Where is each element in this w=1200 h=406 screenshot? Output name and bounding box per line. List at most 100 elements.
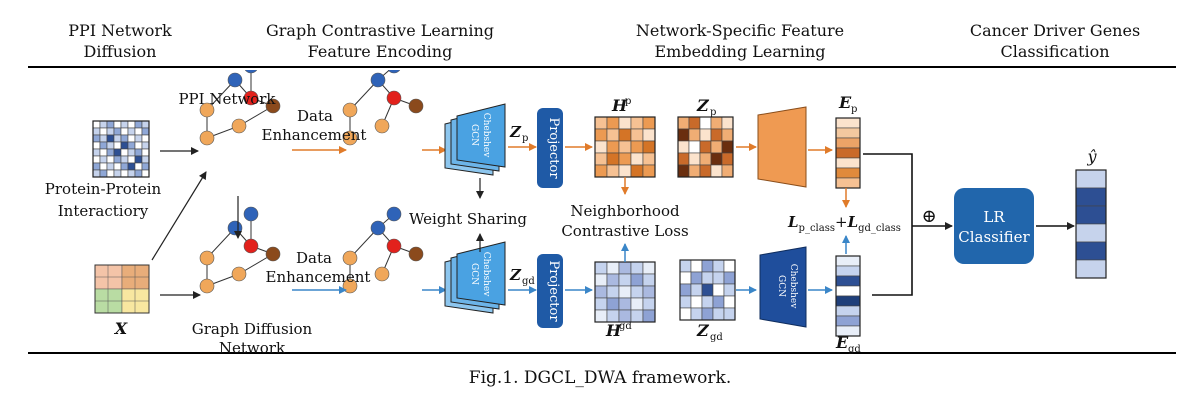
adjacency-cell [120,162,129,171]
zp-cell [699,140,712,154]
weight-sharing-label: Weight Sharing [409,210,527,228]
adjacency-cell [92,155,101,164]
gcn-top-text-1: Chebshev [481,113,491,159]
adjacency-cell [99,141,108,150]
hgd-cell [594,285,608,299]
hp-cell [630,164,644,178]
graph-node [342,102,358,118]
hgd-cell [642,309,656,323]
graph-node [231,118,247,134]
h-p-matrix [594,116,656,178]
loss-sub-2: gd_class [858,223,901,234]
hgd-cell [594,297,608,311]
adjacency-cell [113,162,122,171]
zgd-cell [712,259,725,273]
e-gd-vector [835,255,861,337]
zp-cell [688,116,701,130]
zp-cell [710,140,723,154]
output-cell [1075,241,1107,261]
gcn-bot-text-2: GCN [469,263,479,285]
zp-cell [721,140,734,154]
graph-node [243,90,259,106]
projector-top-text: Projector [546,117,561,179]
header-line: Embedding Learning [654,42,826,61]
egd-sub: gd [848,344,861,354]
hp-cell [594,140,608,154]
graph-node [231,266,247,282]
zp-cell [710,128,723,142]
graph-node [227,220,243,236]
hp-cell [630,152,644,166]
bottom-rule [28,352,1176,354]
ppi-network-graph [199,70,281,146]
projector-bot [537,254,563,328]
zgd-cell [723,283,736,297]
graph-node [342,250,358,266]
hp-cell [618,152,632,166]
oplus-symbol: ⊕ [921,206,936,227]
hp-cell [606,164,620,178]
zgd-cell [701,295,714,309]
ep-cell [835,137,861,149]
hgd-cell [642,285,656,299]
zp-cell [688,152,701,166]
graph-node [265,246,281,262]
zp-cell [699,128,712,142]
hgd-cell [618,261,632,275]
hgd-sup: gd [619,321,632,332]
zgd-cell [679,295,692,309]
graph-node [243,238,259,254]
ep-cell [835,157,861,169]
encoder-p [757,106,807,188]
zp-sub-arrow: p [522,133,528,144]
zgd-symbol: Z [696,321,710,340]
adjacency-cell [134,141,143,150]
hgd-cell [630,261,644,275]
hgd-cell [606,261,620,275]
zp-cell [721,152,734,166]
zgd-cell [712,271,725,285]
encoder-gd-text-2: GCN [776,275,786,297]
zgd-cell [723,295,736,309]
hgd-cell [630,273,644,287]
data-enh-bot-1: Data [296,249,332,267]
output-cell [1075,205,1107,225]
output-vector [1075,169,1107,279]
zgd-cell-border [679,259,736,321]
egd-symbol: E [835,333,849,352]
hp-sup: p [625,96,631,107]
header-cancer-driver: Cancer Driver Genes Classification [950,20,1160,62]
egd-cell [835,315,861,327]
adjacency-cell [106,134,115,143]
zp-cell [710,116,723,130]
encoder-gd [759,246,807,328]
z-gd-matrix [679,259,736,321]
adjacency-cell [120,134,129,143]
graph-node [387,70,401,74]
header-line: Classification [1000,42,1110,61]
zgd-cell [701,283,714,297]
adjacency-cell [99,155,108,164]
output-cell [1075,169,1107,189]
hgd-cell [630,297,644,311]
header-line: Feature Encoding [307,42,453,61]
l-symbol-1: L [787,213,799,231]
connector-ep [863,153,913,296]
adjacency-cell [134,148,143,157]
header-graph-contrastive: Graph Contrastive Learning Feature Encod… [250,20,510,62]
graph-node [199,278,215,294]
output-cell [1075,259,1107,279]
adjacency-cell [127,134,136,143]
adjacency-cell [113,120,122,129]
zgd-symbol-arrow: Z [509,266,522,284]
adjacency-cell [99,169,108,178]
lr-text-2: Classifier [958,228,1030,246]
zgd-cell [679,307,692,321]
zp-cell [710,164,723,178]
l-symbol-2: L [847,213,859,231]
zp-cell [688,128,701,142]
zgd-cell [712,283,725,297]
zp-cell [688,164,701,178]
gcn-bot-text-1: Chebshev [481,252,491,298]
adjacency-cell [120,155,129,164]
